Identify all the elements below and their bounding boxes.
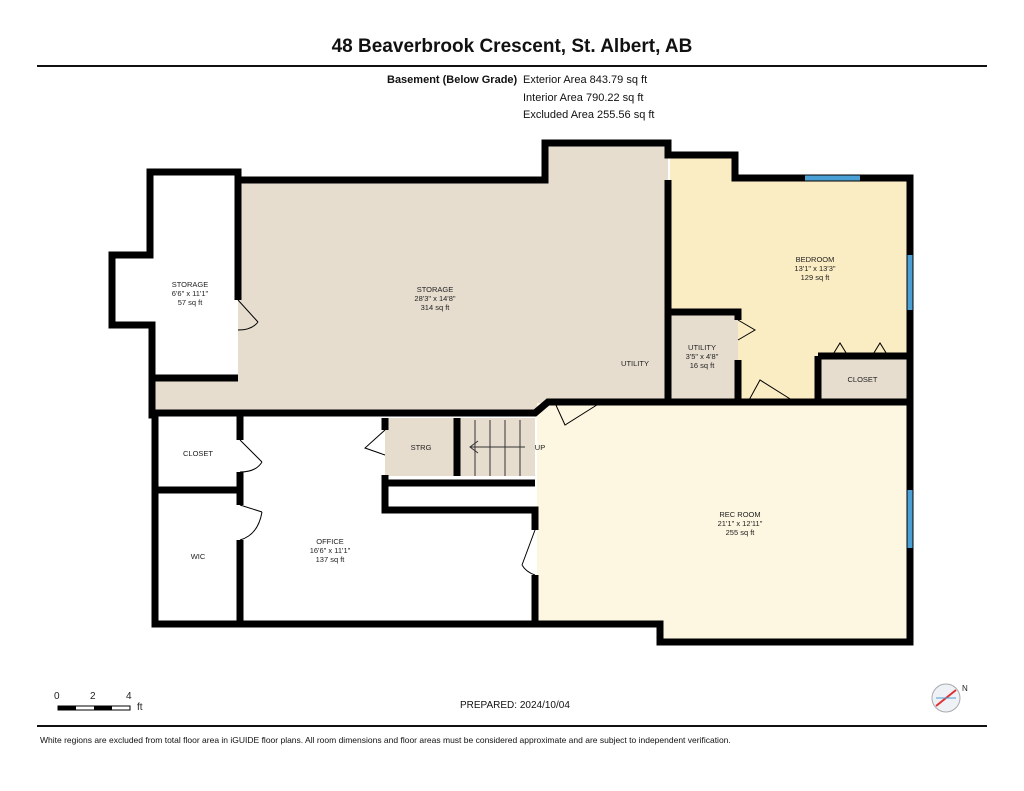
exterior-area: Exterior Area 843.79 sq ft bbox=[523, 74, 648, 86]
closet-bedroom-fill bbox=[820, 358, 908, 400]
doors bbox=[237, 299, 889, 576]
wic: WIC bbox=[190, 552, 206, 561]
scale-2: 2 bbox=[90, 691, 96, 702]
scale-4: 4 bbox=[126, 691, 132, 702]
door bbox=[554, 402, 601, 426]
door bbox=[737, 319, 756, 341]
scale-unit: ft bbox=[137, 702, 143, 713]
area-summary: Exterior Area 843.79 sq ft Interior Area… bbox=[523, 72, 654, 125]
utility-label: UTILITY bbox=[621, 359, 649, 368]
disclaimer: White regions are excluded from total fl… bbox=[40, 735, 731, 745]
door bbox=[747, 379, 796, 403]
stairs-up-label: UP bbox=[534, 443, 546, 452]
excluded-area: Excluded Area 255.56 sq ft bbox=[523, 109, 655, 121]
door bbox=[239, 439, 263, 473]
door bbox=[364, 429, 386, 456]
storage-large-fill bbox=[155, 145, 668, 413]
strg: STRG bbox=[410, 443, 432, 452]
interior-area: Interior Area 790.22 sq ft bbox=[523, 91, 644, 104]
compass-icon bbox=[931, 683, 961, 713]
door bbox=[239, 504, 263, 541]
walls bbox=[108, 139, 914, 646]
utility-fill bbox=[670, 312, 738, 400]
footer-divider bbox=[37, 725, 987, 727]
scale-0: 0 bbox=[54, 691, 60, 702]
closet-bedroom: CLOSET bbox=[847, 375, 878, 384]
page-title: 48 Beaverbrook Crescent, St. Albert, AB bbox=[331, 36, 693, 57]
closet: CLOSET bbox=[182, 449, 213, 458]
door bbox=[237, 299, 259, 331]
stairs bbox=[469, 420, 525, 476]
prepared-date: PREPARED: 2024/10/04 bbox=[460, 700, 570, 711]
compass-north: N bbox=[962, 684, 968, 693]
stairs-arrow-icon bbox=[469, 440, 525, 454]
room-fills bbox=[155, 145, 908, 640]
bifold-door bbox=[831, 342, 889, 357]
divider bbox=[37, 65, 987, 67]
scale-bar bbox=[57, 705, 131, 711]
level-label: Basement (Below Grade) bbox=[387, 74, 518, 86]
door bbox=[521, 529, 536, 576]
rec-room-fill bbox=[537, 403, 908, 640]
windows bbox=[805, 175, 913, 548]
strg-fill bbox=[385, 418, 457, 476]
